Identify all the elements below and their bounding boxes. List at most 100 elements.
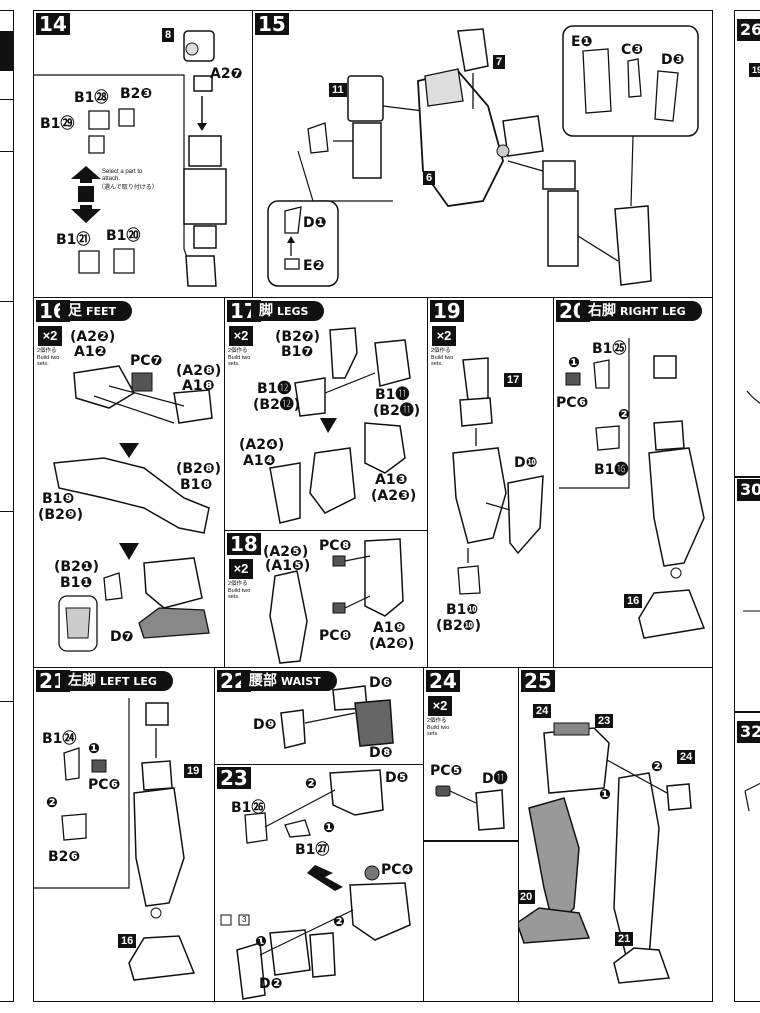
part-label: B1㉔ [42, 731, 77, 747]
side-tag: 19 [749, 63, 760, 77]
part-label: A1❽ [182, 378, 215, 394]
step-14-panel: 14 8 A2❼ B1㉘ B2❸ B1㉙ B1㉑ B1⑳ Select a pa… [33, 10, 253, 298]
part-label: A1❷ [74, 344, 107, 360]
part-label: 21 [615, 932, 634, 946]
part-label: 7 [493, 55, 506, 69]
part-label: PC❹ [381, 862, 414, 878]
part-label: D❼ [110, 629, 134, 645]
part-label: D❾ [253, 717, 277, 733]
part-label: B1㉘ [74, 90, 109, 106]
part-label: PC❽ [319, 538, 352, 554]
step-25-panel: 25 24 23 24 ❷ ❶ 20 21 [518, 667, 713, 1002]
step-20-illustration [559, 338, 706, 639]
part-label: D❽ [369, 745, 393, 761]
part-label: (B2⓬) [253, 397, 301, 413]
part-label: B1❼ [281, 344, 314, 360]
step-23-panel: 23 ❷ D❺ B1㉖ ❶ B1㉗ PC❹ ❶ ❷ D❷ 3 [214, 764, 424, 1002]
part-label: (A2❾) [369, 636, 415, 652]
part-label: 17 [504, 373, 523, 387]
step-23-illustration [220, 769, 411, 1000]
part-label: D❿ [514, 455, 538, 471]
step-14-illustration [34, 30, 227, 287]
step-18-panel: 18 ×2 2個作る Build two sets. (A2❺) (A1❺) P… [224, 530, 428, 668]
part-label: D❷ [259, 976, 283, 992]
part-label: (A1❺) [265, 558, 311, 574]
part-label: 19 [184, 764, 203, 778]
part-label: B2❸ [120, 86, 153, 102]
part-label: B1❽ [180, 477, 213, 493]
part-label: D⓫ [482, 771, 508, 787]
step-24-panel: 24 ×2 2個作る Build two sets. PC❺ D⓫ [423, 667, 519, 1002]
part-label: D❻ [369, 675, 393, 691]
part-label: A1❸ [375, 472, 408, 488]
step-15-panel: 15 11 7 6 E❶ C❸ D [252, 10, 713, 298]
step-25-illustration [519, 722, 692, 984]
part-label: B1❿ [446, 602, 479, 618]
step-number: 14 [36, 13, 70, 35]
step-number: 18 [227, 533, 261, 555]
part-label: 6 [423, 171, 436, 185]
part-label: ❷ [651, 759, 663, 775]
side-step-26: 26 [737, 19, 760, 41]
step-21-illustration [34, 698, 196, 981]
part-label: D❺ [385, 770, 409, 786]
part-label: (A2❺) [263, 544, 309, 560]
step-24-illustration [435, 785, 505, 831]
part-label: 3 [242, 915, 247, 924]
part-label: PC❻ [556, 395, 589, 411]
build-two-note: 2個作る Build two sets. [431, 348, 454, 367]
part-label: B1㉙ [40, 116, 75, 132]
side-partial-art [743, 390, 760, 812]
part-label: ❷ [46, 795, 58, 811]
part-label: (B2❽) [176, 461, 222, 477]
build-two-note: 2個作る Build two sets. [228, 581, 251, 600]
side-step-30: 30 [737, 479, 760, 501]
step-number: 24 [426, 670, 460, 692]
part-label: D❶ [303, 215, 327, 231]
part-label: (A2❸) [371, 488, 417, 504]
build-two-note: 2個作る Build two sets. [427, 718, 450, 737]
part-label: B1⓰ [594, 462, 629, 478]
part-label: (B2❾) [38, 507, 84, 523]
build-two-note: 2個作る Build two sets. [228, 348, 251, 367]
part-label: (A2❷) [70, 329, 116, 345]
part-label: (A2❽) [176, 363, 222, 379]
part-label: ❷ [305, 776, 317, 792]
part-label: B1⓬ [257, 381, 292, 397]
part-label: 16 [624, 594, 643, 608]
part-label: B1⑳ [106, 228, 141, 244]
build-two-badge: ×2 [229, 559, 253, 579]
part-label: ❶ [88, 741, 100, 757]
select-note-en: Select a part to attach. [102, 169, 143, 182]
part-label: E❶ [571, 34, 593, 50]
right-edge-strip: 26 19 30 32 [734, 10, 760, 1002]
part-label: PC❽ [319, 628, 352, 644]
part-label: (A2❹) [239, 437, 285, 453]
part-label: B1❶ [60, 575, 93, 591]
part-label: ❶ [323, 820, 335, 836]
part-label: B2❻ [48, 849, 81, 865]
step-19-illustration [452, 357, 544, 595]
build-two-badge: ×2 [432, 326, 456, 346]
build-two-badge: ×2 [428, 696, 452, 716]
part-label: 16 [118, 934, 137, 948]
step-number: 15 [255, 13, 289, 35]
step-17-illustration [269, 327, 411, 524]
part-label: A1❾ [373, 620, 406, 636]
part-label: 24 [677, 750, 696, 764]
side-step-32: 32 [737, 721, 760, 743]
part-label: 23 [595, 714, 614, 728]
part-label: A2❼ [210, 66, 243, 82]
left-edge-strip [0, 10, 14, 1002]
part-label: PC❻ [88, 777, 121, 793]
step-number: 23 [217, 767, 251, 789]
